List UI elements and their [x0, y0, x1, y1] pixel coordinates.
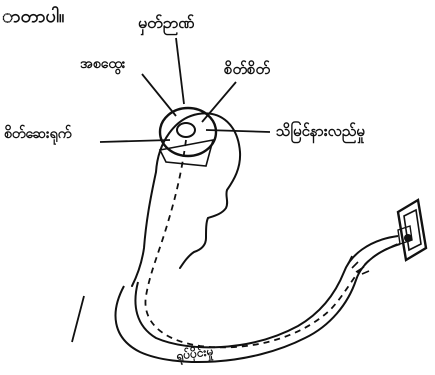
label-top-center: မှတ်ဉာဏ်	[138, 13, 195, 36]
brain-core	[177, 123, 195, 137]
diagram-heading: ာတာပါ။	[2, 5, 65, 27]
outlet-stimulus	[398, 200, 426, 260]
leader-bottom-left	[72, 296, 84, 342]
human-silhouette	[132, 113, 240, 286]
brain-lower-region	[160, 140, 213, 166]
arm-nerve-tube-inner	[135, 236, 398, 347]
leader-upper-left	[142, 74, 176, 116]
label-mid-right: သိမြင်နားလည်မှု	[276, 120, 365, 144]
nerve-signal-path	[145, 140, 398, 347]
label-upper-right: စိတ်စိတ်	[224, 59, 270, 78]
label-mid-left: စိတ်ဆေးရုက်	[4, 125, 73, 145]
leader-mid-left	[100, 140, 170, 142]
label-upper-left: အစထွေး	[80, 56, 126, 75]
leader-top-center	[176, 38, 184, 104]
